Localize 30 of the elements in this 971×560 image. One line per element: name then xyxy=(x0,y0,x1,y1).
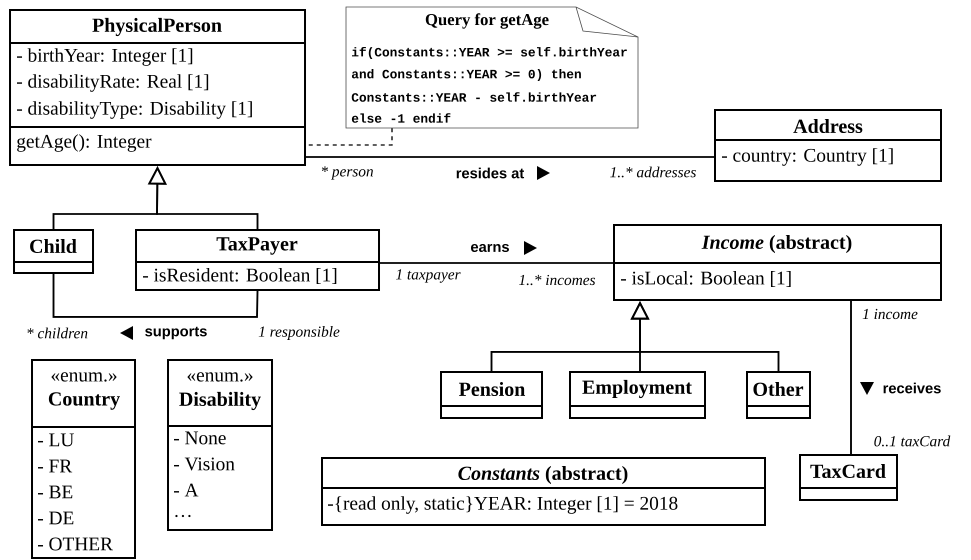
class-box: PhysicalPerson - birthYear: Integer [1] - disabilityRate: Real [1] - disabilityType: Disability [1] getAge(): Integer xyxy=(9,9,306,166)
edge-label: earns xyxy=(471,244,509,252)
role-label: * children xyxy=(27,328,88,338)
edge-label: resides at xyxy=(456,168,524,178)
class-box: Address - country: Country [1] xyxy=(714,109,942,182)
class-box: «enum.» Disability - None - Vision - A … xyxy=(167,359,273,531)
role-label: 1..* incomes xyxy=(519,274,596,286)
class-box: Other xyxy=(746,371,811,419)
connector xyxy=(306,156,714,158)
role-label: 1..* addresses xyxy=(610,166,696,178)
class-box: Constants (abstract) -{read only, static}YEAR: Integer [1] = 2018 xyxy=(321,457,766,526)
connector xyxy=(306,128,393,146)
class-box: Employment xyxy=(569,371,706,419)
class-box: TaxPayer - isResident: Boolean [1] xyxy=(135,229,380,291)
role-label: 0..1 taxCard xyxy=(874,436,950,446)
class-box: «enum.» Country - LU - FR - BE - DE - OTHER xyxy=(31,359,136,559)
edge-label: supports xyxy=(145,326,207,340)
role-label: 1 responsible xyxy=(258,326,340,340)
connector xyxy=(52,274,258,318)
class-box: Child xyxy=(13,229,94,274)
role-label: 1 taxpayer xyxy=(396,269,461,283)
class-box: Pension xyxy=(440,371,543,419)
class-box: Income (abstract) - isLocal: Boolean [1] xyxy=(613,224,942,301)
class-box: TaxCard xyxy=(799,454,898,501)
role-label: * person xyxy=(322,166,373,180)
edge-label: receives xyxy=(884,382,941,394)
role-label: 1 income xyxy=(862,308,918,320)
connector xyxy=(380,262,613,264)
connector xyxy=(850,301,852,454)
note-box: Query for getAge if(Constants::YEAR >= self.birthYear and Constants::YEAR >= 0) then Constants::YEAR - self.birthYear else -1 endif xyxy=(346,6,638,128)
